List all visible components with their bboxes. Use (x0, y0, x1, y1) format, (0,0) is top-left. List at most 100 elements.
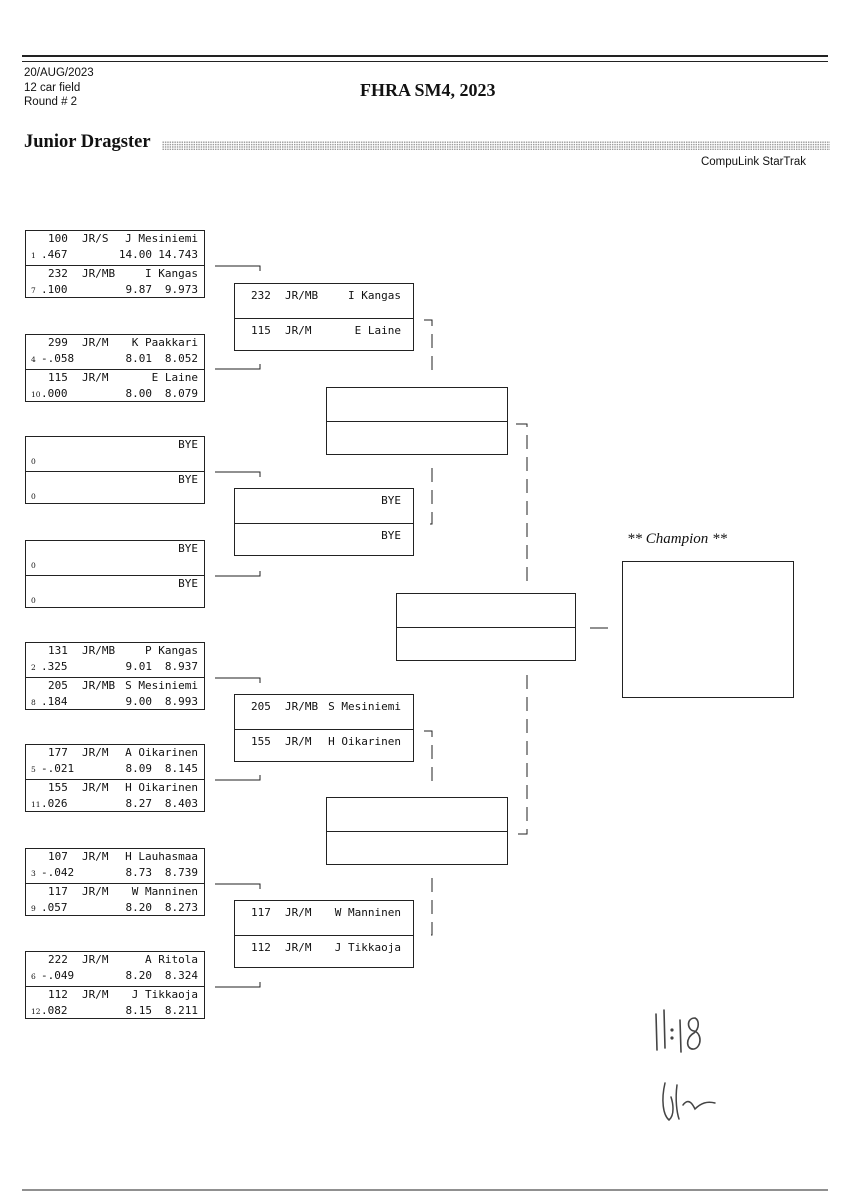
handwritten-signature (662, 1082, 716, 1121)
driver-name: H Oikarinen (125, 781, 198, 794)
driver-name: I Kangas (145, 267, 198, 280)
driver-name: E Laine (151, 371, 198, 384)
car-class: JR/MB (285, 289, 319, 302)
reaction-time: .325 (41, 660, 68, 673)
driver-name: BYE (381, 529, 401, 542)
connector (215, 677, 261, 683)
header-rule-thin (22, 61, 828, 62)
car-class: JR/M (82, 850, 109, 863)
reaction-time: .057 (41, 901, 68, 914)
connector (215, 364, 261, 370)
seed-number: 12 (31, 1007, 41, 1016)
entry-top: BYE (235, 489, 413, 523)
car-class: JR/M (82, 781, 109, 794)
car-number: 107 (48, 850, 68, 863)
seed-number: 0 (31, 492, 36, 501)
driver-name: S Mesiniemi (125, 679, 198, 692)
reaction-time: -.058 (41, 352, 75, 365)
driver-name: J Tikkaoja (131, 988, 198, 1001)
driver-name: BYE (178, 473, 198, 486)
car-class: JR/MB (285, 700, 319, 713)
connector-dashed (424, 319, 433, 375)
car-class: JR/M (82, 953, 109, 966)
class-title: Junior Dragster (24, 132, 151, 152)
connector (215, 775, 261, 781)
driver-name: S Mesiniemi (328, 700, 401, 713)
car-number: 112 (48, 988, 68, 1001)
seed-number: 0 (31, 561, 36, 570)
car-number: 115 (48, 371, 68, 384)
driver-name: BYE (178, 577, 198, 590)
field-size: 12 car field (24, 81, 81, 94)
driver-name: J Tikkaoja (334, 941, 401, 954)
car-class: JR/MB (82, 644, 116, 657)
elapsed-time: 8.27 (125, 797, 153, 810)
round-number: Round # 2 (24, 96, 78, 108)
car-class: JR/S (82, 232, 109, 245)
driver-name: E Laine (354, 324, 401, 337)
seed-number: 0 (31, 457, 36, 466)
car-number: 117 (48, 885, 68, 898)
driver-name: BYE (381, 494, 401, 507)
seed-number: 6 (31, 972, 36, 981)
speed: 8.324 (164, 969, 198, 982)
entry-top: BYE 0 (26, 437, 204, 471)
seed-number: 2 (31, 663, 36, 672)
event-date: 20/AUG/2023 (24, 67, 94, 79)
connector-dashed (424, 878, 433, 936)
car-number: 155 (48, 781, 68, 794)
reaction-time: .184 (41, 695, 68, 708)
seed-number: 10 (31, 390, 41, 399)
driver-name: BYE (178, 542, 198, 555)
entry-top: BYE 0 (26, 541, 204, 575)
seed-number: 9 (31, 904, 36, 913)
connector (215, 265, 261, 271)
car-class: JR/MB (82, 679, 116, 692)
connector-dashed (424, 468, 433, 525)
elapsed-time: 9.00 (125, 695, 153, 708)
seed-number: 11 (31, 800, 41, 809)
handwritten-time-note (655, 1009, 701, 1053)
entry-bottom: BYE (235, 523, 413, 557)
driver-name: W Manninen (131, 885, 198, 898)
elapsed-time: 8.15 (125, 1004, 153, 1017)
champion-box (622, 561, 794, 698)
elapsed-time: 9.01 (125, 660, 153, 673)
speed: 8.273 (164, 901, 198, 914)
car-class: JR/M (82, 746, 109, 759)
final-box (396, 593, 576, 661)
driver-name: A Oikarinen (125, 746, 198, 759)
seed-number: 7 (31, 286, 36, 295)
elapsed-time: 8.73 (125, 866, 153, 879)
round1-pair-3: BYE 0 BYE 0 (25, 436, 205, 504)
connector-dashed (424, 730, 433, 787)
driver-name: A Ritola (145, 953, 198, 966)
connector (215, 883, 261, 889)
speed: 8.739 (164, 866, 198, 879)
seed-number: 0 (31, 596, 36, 605)
round2-pair-2: BYE BYE (234, 488, 414, 556)
reaction-time: .026 (41, 797, 68, 810)
reaction-time: -.049 (41, 969, 75, 982)
car-number: 155 (251, 735, 271, 748)
car-number: 299 (48, 336, 68, 349)
reaction-time: .082 (41, 1004, 68, 1017)
driver-name: K Paakkari (131, 336, 198, 349)
elapsed-time: 9.87 (125, 283, 153, 296)
car-number: 112 (251, 941, 271, 954)
event-title: FHRA SM4, 2023 (360, 80, 496, 100)
speed: 8.937 (164, 660, 198, 673)
car-number: 117 (251, 906, 271, 919)
champion-label: ** Champion ** (627, 531, 728, 547)
connector (215, 571, 261, 577)
software-label: CompuLink StarTrak (700, 156, 806, 168)
semifinal-box-2 (326, 797, 508, 865)
